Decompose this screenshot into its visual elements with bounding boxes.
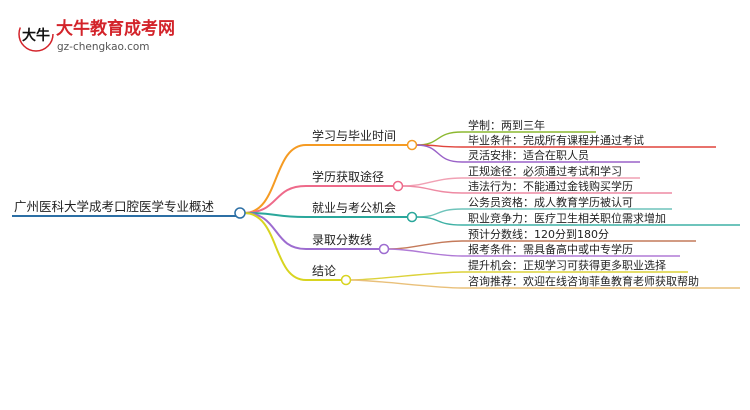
branch-link-5: [243, 212, 307, 281]
root-label: 广州医科大学成考口腔医学专业概述: [14, 199, 215, 214]
branch-label-4: 录取分数线: [312, 232, 372, 247]
branch-label-3: 就业与考公机会: [312, 201, 396, 215]
branch-label-2: 学历获取途径: [312, 169, 384, 184]
child-link-5-2: [349, 279, 463, 289]
child-link-3-2: [415, 216, 463, 226]
child-link-4-1: [387, 240, 463, 250]
branch-node-5[interactable]: [340, 274, 352, 286]
mindmap-links: [12, 131, 740, 289]
child-label-5-1: 提升机会：正规学习可获得更多职业选择: [468, 258, 666, 272]
branch-node-4[interactable]: [378, 243, 390, 255]
child-label-5-2: 咨询推荐：欢迎在线咨询菲鱼教育老师获取帮助: [468, 274, 699, 288]
branch-link-1: [243, 144, 307, 214]
branch-link-2: [243, 185, 307, 214]
child-label-4-1: 预计分数线：120分到180分: [468, 227, 609, 241]
child-link-1-3: [415, 144, 463, 163]
logo: 大牛 大牛教育成考网 gz-chengkao.com: [18, 16, 175, 53]
child-link-5-1: [349, 271, 463, 281]
branch-node-2[interactable]: [392, 180, 404, 192]
branch-node-1[interactable]: [406, 139, 418, 151]
ox-mark-icon: 大牛: [18, 16, 54, 52]
child-label-3-2: 职业竞争力：医疗卫生相关职位需求增加: [468, 211, 666, 225]
child-label-4-2: 报考条件：需具备高中或中专学历: [468, 242, 633, 256]
root-node[interactable]: [234, 207, 246, 219]
child-label-3-1: 公务员资格：成人教育学历被认可: [468, 195, 633, 209]
child-label-1-1: 学制：两到三年: [468, 118, 545, 132]
child-label-1-3: 灵活安排：适合在职人员: [468, 148, 589, 162]
child-link-2-1: [401, 177, 463, 187]
logo-brand-url: gz-chengkao.com: [57, 41, 150, 53]
logo-brand-name: 大牛教育成考网: [56, 18, 175, 39]
child-label-1-2: 毕业条件：完成所有课程并通过考试: [468, 133, 644, 147]
child-link-4-2: [387, 248, 463, 257]
child-label-2-2: 违法行为：不能通过金钱购买学历: [468, 179, 633, 193]
child-link-3-1: [415, 208, 463, 218]
mindmap-nodes: 广州医科大学成考口腔医学专业概述 学习与毕业时间 学制：两到三年毕业条件：完成所有课…: [14, 118, 699, 288]
child-link-1-1: [415, 131, 463, 146]
branch-node-3[interactable]: [406, 211, 418, 223]
branch-label-1: 学习与毕业时间: [312, 128, 396, 143]
branch-label-5: 结论: [312, 264, 336, 278]
child-link-2-2: [401, 185, 463, 194]
logo-mark-text: 大牛: [22, 27, 50, 44]
child-label-2-1: 正规途径：必须通过考试和学习: [468, 164, 622, 178]
